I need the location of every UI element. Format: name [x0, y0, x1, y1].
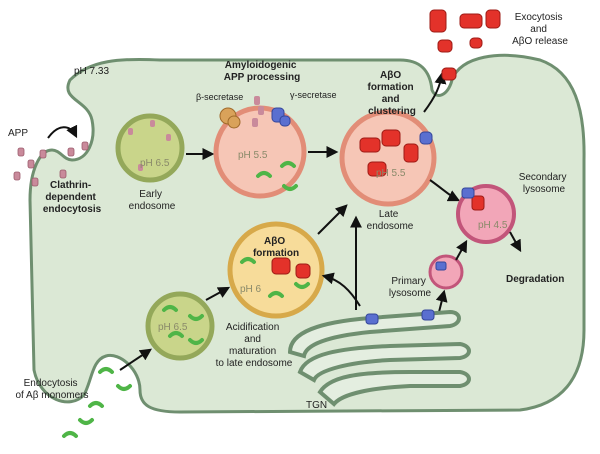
abo-formation-label: AβO formation [253, 236, 299, 259]
late-endosome-label: Late endosome [367, 209, 414, 232]
early-endosome-app [128, 120, 171, 171]
arrow-exocytosis [423, 71, 447, 113]
app-cleavage-icon [252, 96, 264, 127]
arrow-primary-to-secondary [455, 239, 468, 261]
lysosome-secretase [461, 187, 475, 199]
maturing-endosome-ph: pH 6 [240, 284, 262, 295]
primary-lysosome-label: Primary lysosome [389, 276, 432, 299]
late-endosome-ph: pH 5.5 [376, 168, 406, 179]
gamma-secretase-label: γ-secretase [290, 90, 337, 100]
maturing-monomers [240, 257, 310, 298]
arrow-degradation [509, 231, 522, 253]
secondary-lysosome-ph: pH 4.5 [478, 220, 508, 231]
arrow-late-to-lysosome [429, 179, 461, 202]
app-proteins [13, 141, 89, 187]
primary-lysosome-secretase [435, 261, 447, 271]
monomer-endosome-ph: pH 6.5 [158, 322, 188, 333]
late-endosome-oligomers [359, 129, 419, 177]
tgn-label: TGN [306, 400, 327, 411]
monomer-endosome-monomers [162, 305, 204, 345]
app-entry-arrow [47, 124, 78, 139]
clathrin-label: Clathrin- dependent endocytosis [43, 180, 102, 215]
amyloidogenic-label: Amyloidogenic APP processing [224, 60, 301, 83]
late-endosome-secretase [419, 131, 433, 145]
maturing-oligomers [271, 257, 311, 279]
early-endosome [115, 113, 185, 183]
arrow-monomer-entry [119, 348, 152, 371]
extracellular-monomers [62, 367, 132, 438]
primary-lysosome [428, 254, 464, 290]
secondary-lysosome-label: Secondary lysosome [519, 172, 570, 195]
beta-secretase-label: β-secretase [196, 92, 243, 102]
early-endosome-ph: pH 6.5 [140, 158, 170, 169]
gamma-secretase-icon [271, 107, 291, 127]
processing-monomers [256, 161, 298, 191]
processing-endosome-ph: pH 5.5 [238, 150, 268, 161]
arrow-tgn-to-maturing [321, 272, 361, 307]
trans-golgi-network [287, 309, 471, 407]
cell-ph-label: pH 7.33 [74, 66, 109, 77]
beta-secretase-icon [219, 107, 241, 129]
monomer-endocytosis-label: Endocytosis of Aβ monomers [15, 378, 88, 401]
acidification-label: Acidification and maturation to late end… [216, 322, 293, 369]
arrow-monomer-to-maturing [205, 286, 231, 301]
tgn-secretases [365, 309, 435, 325]
lysosome-oligomers [471, 195, 485, 211]
arrow-maturing-to-late [317, 204, 348, 235]
abo-cluster-label: AβO formation and clustering [368, 70, 417, 117]
early-endosome-label: Early endosome [129, 189, 176, 212]
app-label: APP [8, 128, 28, 139]
late-endosome [339, 109, 437, 207]
released-oligomers [429, 9, 501, 81]
exocytosis-label: Exocytosis and AβO release [512, 12, 568, 47]
degradation-label: Degradation [506, 274, 564, 285]
